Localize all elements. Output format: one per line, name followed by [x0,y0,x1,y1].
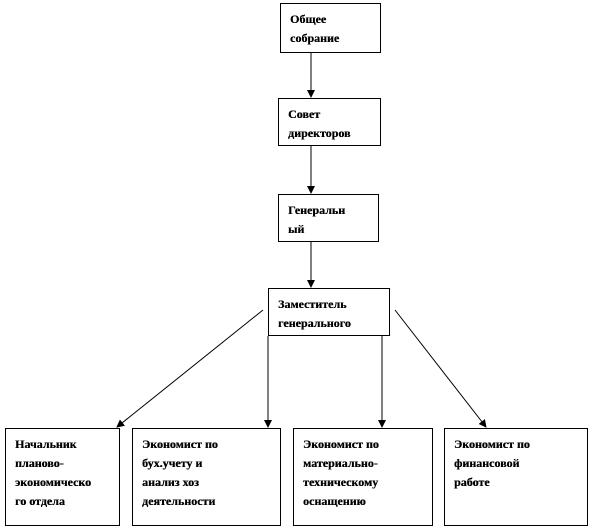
node-general-meeting: Общее собрание [280,3,381,53]
node-board-of-directors: Совет директоров [278,98,381,146]
node-general-director: Генеральн ый [278,194,379,242]
node-economist-finance: Экономист по финансовой работе [444,428,588,526]
node-head-planning-department: Начальник планово- экономическо го отдел… [5,428,120,526]
edge-deputy-to-econ-finance [394,309,487,428]
edge-deputy-to-head-planning [116,309,264,428]
node-economist-materials: Экономист по материально- техническому о… [293,428,433,526]
node-deputy-director: Заместитель генерального [268,288,390,336]
node-economist-accounting: Экономист по бух.учету и анализ хоз деят… [132,428,281,526]
